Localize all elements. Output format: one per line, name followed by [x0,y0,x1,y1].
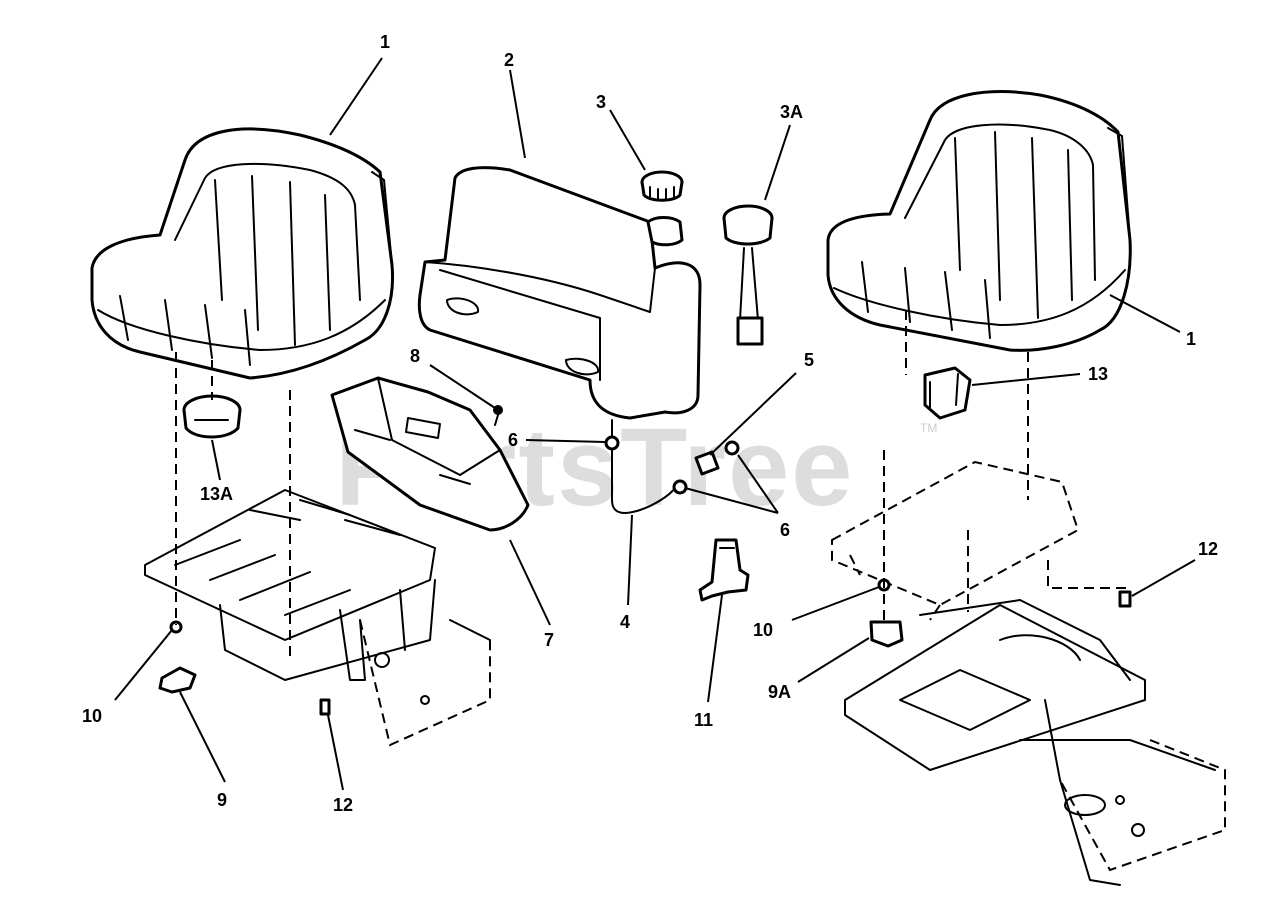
callout-8-screw: 8 [410,346,420,366]
callout-6-lower: 6 [780,520,790,540]
fuel-valve [698,538,750,602]
callout-2-fuel-tank: 2 [504,50,514,70]
callout-3-fuel-cap: 3 [596,92,606,112]
fuel-tank [417,166,702,420]
callout-10-left: 10 [82,706,102,726]
alignment-lines [175,310,1128,660]
callout-4-fuel-line: 4 [620,612,630,632]
callout-12-left: 12 [333,795,353,815]
callout-labels: 1 2 3 3A 1 13 13A 8 6 5 6 4 7 11 10 9 12… [82,32,1218,815]
right-seat-frame [831,460,1226,886]
leader-lines [114,57,1196,791]
left-seat [90,127,395,380]
callout-9a-knob: 9A [768,682,791,702]
fuel-line [604,419,740,514]
watermark-trademark: TM [920,421,937,435]
callout-5-fitting: 5 [804,350,814,370]
callout-1-right-seat: 1 [1186,329,1196,349]
left-seat-frame [144,489,491,747]
fuel-cap-gauge [722,204,774,346]
right-seat [826,90,1132,352]
callout-10-right: 10 [753,620,773,640]
callout-3a-gauge-cap: 3A [780,102,803,122]
callout-13a-knob: 13A [200,484,233,504]
callout-6-upper: 6 [508,430,518,450]
callout-9-knob: 9 [217,790,227,810]
heat-shield [330,376,530,532]
callout-12-right: 12 [1198,539,1218,559]
fuel-cap [640,170,684,202]
seat-switch-clip [923,366,972,420]
fasteners [158,405,1132,716]
callout-13-clip: 13 [1088,364,1108,384]
callout-11-fuel-valve: 11 [694,710,713,730]
seat-knob [182,394,242,439]
callout-7-heat-shield: 7 [544,630,554,650]
callout-1-left-seat: 1 [380,32,390,52]
